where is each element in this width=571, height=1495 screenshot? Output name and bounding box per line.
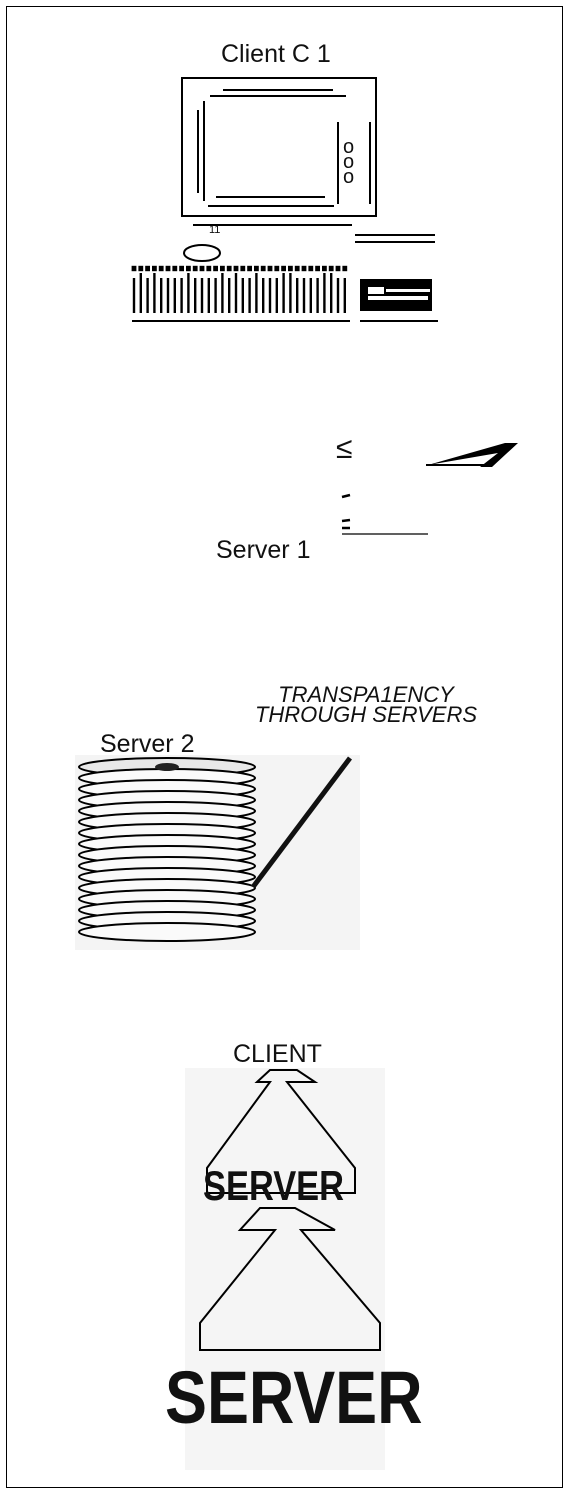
- disk-platter: [78, 922, 256, 942]
- client-label: CLIENT: [233, 1040, 322, 1068]
- tower-dot: [172, 265, 178, 272]
- tower-dot: [335, 265, 341, 272]
- tower-dot: [185, 265, 191, 272]
- tower-dot: [152, 265, 157, 272]
- transparency-caption: TRANSPA1ENCY THROUGH SERVERS: [243, 682, 489, 727]
- tower-dot: [206, 265, 212, 272]
- tower-dot: [315, 265, 320, 272]
- up-arrow-icon: [185, 1068, 385, 1470]
- disk-hub: [155, 763, 179, 771]
- server-2-label: Server 2: [100, 730, 195, 758]
- tower-dot: [260, 265, 266, 272]
- server-1-label: Server 1: [216, 536, 311, 564]
- tower-dot: [179, 265, 185, 272]
- client-c1-label: Client C 1: [221, 40, 331, 68]
- computer-icon: [131, 77, 438, 322]
- tower-dot: [328, 265, 334, 272]
- tower-dot: [192, 265, 198, 272]
- transparency-line-2: THROUGH SERVERS: [254, 702, 478, 727]
- tower-dot: [274, 265, 280, 272]
- tower-dot: [199, 265, 205, 272]
- tower-dot: [267, 265, 273, 272]
- server1-marks: [341, 443, 518, 535]
- tower-dot: [131, 265, 137, 272]
- monitor-base-marks: 11: [209, 224, 221, 236]
- tower-dot: [253, 265, 259, 272]
- tower-dot: [158, 265, 164, 272]
- tower-dot: [145, 265, 150, 272]
- disk-stack-icon: [75, 755, 360, 950]
- tower-dot: [138, 265, 144, 272]
- tower-dot: [247, 265, 252, 272]
- tower-dot: [165, 265, 171, 272]
- tower-dot: [213, 265, 219, 272]
- tower-dot: [281, 265, 286, 272]
- tower-dot: [226, 265, 232, 272]
- tower-dot: [287, 265, 293, 272]
- tower-dot: [301, 265, 307, 272]
- monitor-knobs: o o o: [343, 136, 355, 188]
- tower-dot: [240, 265, 246, 272]
- tower-dot: [294, 265, 300, 272]
- server-mid-label: SERVER: [203, 1162, 345, 1209]
- tower-dot: [233, 265, 239, 272]
- server-bottom-label: SERVER: [165, 1356, 423, 1439]
- tower-dot: [342, 265, 348, 272]
- leq-symbol: ≤: [336, 432, 353, 465]
- transparency-line-1: TRANSPA1ENCY: [278, 682, 454, 707]
- tower-dot: [308, 265, 314, 272]
- tower-dot: [321, 265, 327, 272]
- tower-dot: [219, 265, 225, 272]
- diagram-frame: [6, 6, 563, 1488]
